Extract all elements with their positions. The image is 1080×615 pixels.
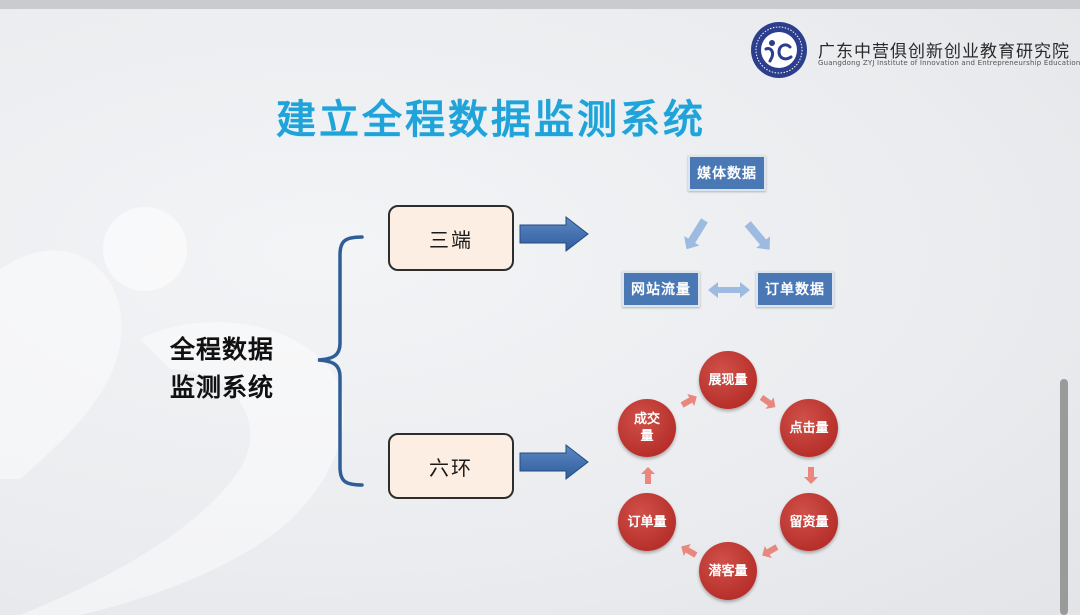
slide: 广东中营俱创新创业教育研究院 Guangdong ZYJ Institute o… [0, 9, 1080, 615]
node-order-data: 订单数据 [756, 271, 834, 307]
cycle-node-deals-line2: 量 [640, 429, 654, 444]
cycle-arrows [641, 393, 818, 559]
branch-liuhuan: 六环 [388, 433, 514, 499]
arrow-media-to-web [684, 218, 708, 250]
arrow-liuhuan-to-cycle [519, 443, 589, 481]
arrow-sanduan-to-triangle [519, 215, 589, 253]
connectors [317, 215, 818, 559]
cycle-node-orders: 订单量 [618, 493, 676, 551]
node-media-data: 媒体数据 [688, 155, 766, 191]
cycle-node-leads: 留资量 [780, 493, 838, 551]
arrow-web-order-bidirectional [708, 282, 750, 298]
window-top-bar [0, 0, 1080, 9]
institute-name: 广东中营俱创新创业教育研究院 [818, 42, 1070, 62]
branch-sanduan: 三端 [388, 205, 514, 271]
institute-english-name: Guangdong ZYJ Institute of Innovation an… [818, 59, 1080, 67]
triangle-arrows [684, 218, 771, 298]
root-node-line2: 监测系统 [170, 373, 275, 402]
cycle-node-impressions: 展现量 [699, 351, 757, 409]
cycle-node-deals: 成交 量 [618, 399, 676, 457]
slide-title: 建立全程数据监测系统 [276, 97, 706, 143]
vertical-scrollbar[interactable] [1060, 379, 1068, 615]
root-node-line1: 全程数据 [170, 335, 275, 364]
arrow-media-to-order [744, 221, 771, 250]
node-website-traffic: 网站流量 [622, 271, 700, 307]
cycle-node-clicks: 点击量 [780, 399, 838, 457]
root-node: 全程数据 监测系统 [170, 331, 300, 407]
curly-bracket [317, 235, 364, 487]
cycle-node-deals-line1: 成交 [633, 412, 660, 427]
cycle-node-prospects: 潜客量 [699, 542, 757, 600]
institute-logo-icon [751, 22, 807, 78]
